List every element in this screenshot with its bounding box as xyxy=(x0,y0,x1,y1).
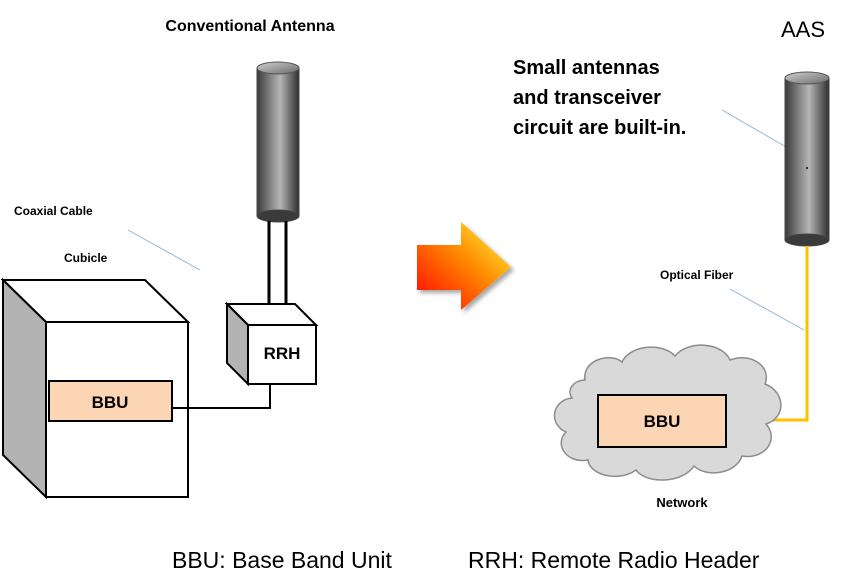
conventional-antenna-title: Conventional Antenna xyxy=(165,18,334,35)
legend-rrh: RRH: Remote Radio Header xyxy=(468,547,760,573)
aas-note-leader-line xyxy=(721,109,789,149)
aas-note-line1: Small antennas xyxy=(513,57,660,79)
bbu-rrh-connection xyxy=(172,384,271,409)
bbu-left-box: BBU xyxy=(48,380,173,422)
aas-antenna-icon xyxy=(784,71,830,247)
cubicle-label: Cubicle xyxy=(64,251,108,265)
coaxial-cable-label: Coaxial Cable xyxy=(14,204,93,218)
aas-note-line3: circuit are built-in. xyxy=(513,117,686,139)
optical-fiber-leader-line xyxy=(729,288,805,331)
optical-fiber-label: Optical Fiber xyxy=(660,268,734,282)
coaxial-cable-lines xyxy=(267,221,288,310)
conventional-antenna-icon xyxy=(256,61,300,223)
legend-bbu: BBU: Base Band Unit xyxy=(172,547,393,573)
bbu-right-label: BBU xyxy=(644,412,681,431)
bbu-left-label: BBU xyxy=(92,393,129,412)
coaxial-cable-leader-line xyxy=(127,229,201,271)
rrh-box xyxy=(224,301,319,387)
bbu-right-box: BBU xyxy=(597,394,727,448)
aas-title: AAS xyxy=(781,17,825,42)
transition-arrow xyxy=(417,222,511,310)
network-label: Network xyxy=(656,495,708,510)
rrh-label: RRH xyxy=(264,344,301,363)
aas-note-line2: and transceiver xyxy=(513,87,661,109)
